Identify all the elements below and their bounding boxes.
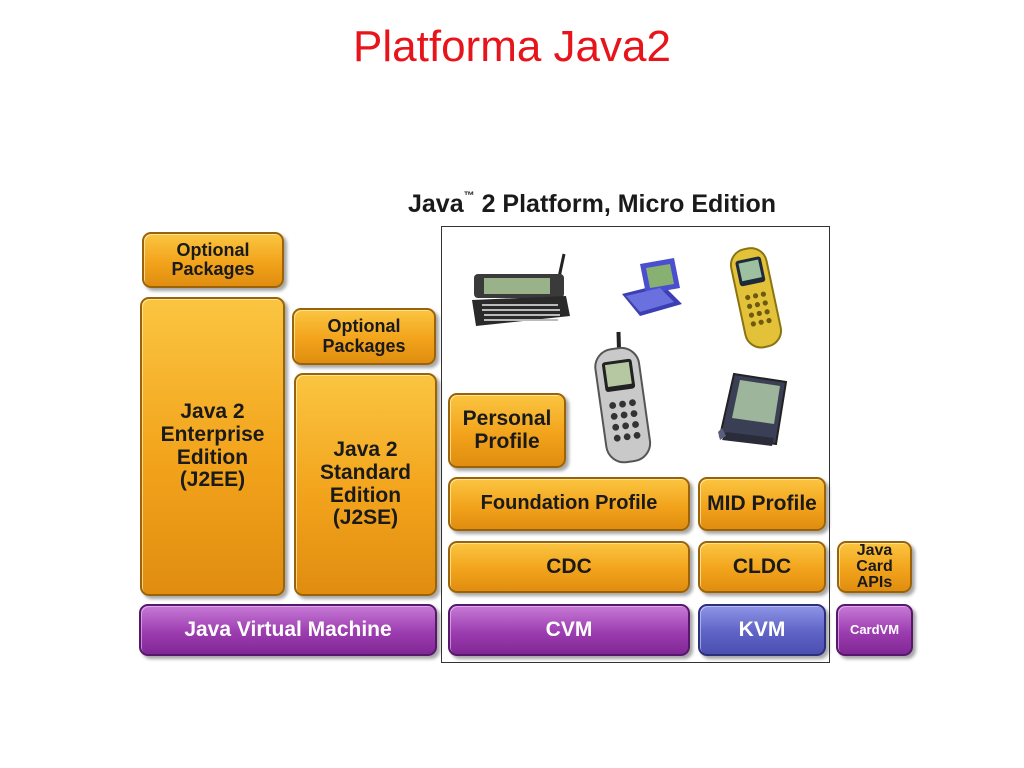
communicator-phone-icon [472, 253, 570, 326]
cardvm-box: CardVM [836, 604, 913, 656]
foundation-profile-label: Foundation Profile [480, 492, 658, 515]
slide-title: Platforma Java2 [353, 22, 671, 71]
j2ee-box: Java 2 Enterprise Edition (J2EE) [140, 297, 285, 596]
personal-profile-box: Personal Profile [448, 393, 566, 468]
me-heading-java: Java [408, 190, 464, 218]
optional-packages-ee-label: Optional Packages [171, 239, 255, 279]
cvm-label: CVM [545, 617, 593, 641]
jvm-box: Java Virtual Machine [139, 604, 437, 656]
trademark-symbol: ™ [463, 189, 475, 202]
micro-edition-heading: Java™ 2 Platform, Micro Edition [408, 190, 776, 219]
personal-profile-label: Personal Profile [462, 406, 552, 453]
mid-profile-label: MID Profile [707, 491, 817, 515]
javacard-apis-box: Java Card APIs [837, 541, 912, 593]
kvm-label: KVM [738, 617, 786, 641]
foundation-profile-box: Foundation Profile [448, 477, 690, 531]
cldc-label: CLDC [732, 554, 792, 578]
j2se-box: Java 2 Standard Edition (J2SE) [294, 373, 437, 596]
kvm-box: KVM [698, 604, 826, 656]
j2se-label: Java 2 Standard Edition (J2SE) [319, 438, 411, 530]
jvm-label: Java Virtual Machine [184, 617, 392, 641]
yellow-cell-phone-icon [729, 247, 783, 349]
me-heading-rest: 2 Platform, Micro Edition [474, 190, 777, 218]
cardvm-label: CardVM [849, 621, 900, 637]
pager-icon [622, 258, 682, 316]
pda-icon [718, 372, 788, 446]
optional-packages-se-label: Optional Packages [322, 316, 406, 356]
cdc-box: CDC [448, 541, 690, 593]
optional-packages-ee: Optional Packages [142, 232, 284, 288]
silver-cell-phone-icon [594, 331, 652, 464]
cvm-box: CVM [448, 604, 690, 656]
cdc-label: CDC [546, 554, 592, 578]
optional-packages-se: Optional Packages [292, 308, 436, 365]
cldc-box: CLDC [698, 541, 826, 593]
j2ee-label: Java 2 Enterprise Edition (J2EE) [160, 400, 265, 492]
mid-profile-box: MID Profile [698, 477, 826, 531]
javacard-apis-label: Java Card APIs [856, 542, 893, 591]
